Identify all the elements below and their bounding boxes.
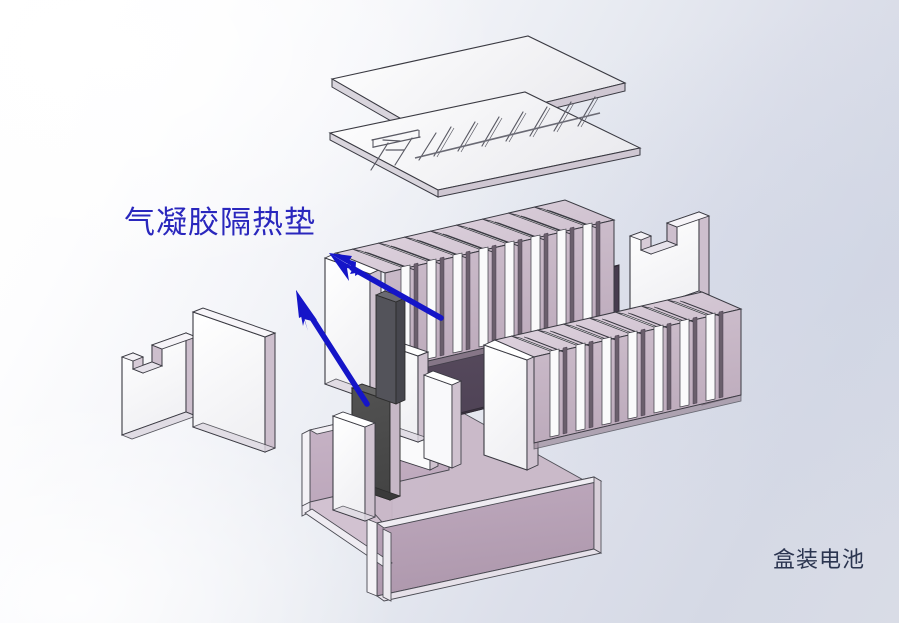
vent-slot-long-left-2 bbox=[373, 136, 421, 148]
vent-plate-center-rib bbox=[414, 112, 601, 159]
front-stack-top-stripes bbox=[510, 299, 724, 354]
cell-stack-front bbox=[482, 291, 743, 471]
slotted-vent-plate bbox=[328, 91, 642, 198]
dark-gray-plate-rear-sliver bbox=[374, 290, 407, 405]
front-stack-front-stripes bbox=[549, 310, 724, 438]
vent-slots-upper-row-outline bbox=[436, 97, 599, 158]
aerogel-pad-mid-left bbox=[331, 411, 377, 522]
aerogel-pad-mid-right bbox=[422, 370, 463, 469]
rear-stack-front-stripes bbox=[400, 220, 601, 366]
housing-rail-left-2 bbox=[382, 528, 392, 602]
aerogel-insulation-pad-label: 气凝胶隔热垫 bbox=[124, 205, 316, 241]
leader-arrows bbox=[296, 253, 444, 407]
leader-arrow-upper bbox=[329, 253, 444, 321]
vent-slot-long-left bbox=[371, 129, 419, 141]
housing-rail-left bbox=[366, 518, 378, 597]
boxed-battery-label: 盒装电池 bbox=[773, 548, 866, 573]
housing-rail-back bbox=[301, 429, 311, 507]
front-stack-lead-pad bbox=[482, 339, 540, 471]
left-end-plate bbox=[191, 307, 277, 453]
leader-arrow-lower bbox=[296, 290, 370, 407]
left-end-bracket bbox=[120, 332, 198, 440]
vent-slots-lower-row bbox=[370, 132, 437, 171]
front-stack-slabs bbox=[493, 291, 743, 450]
vent-slots-left-pocket bbox=[382, 139, 405, 151]
